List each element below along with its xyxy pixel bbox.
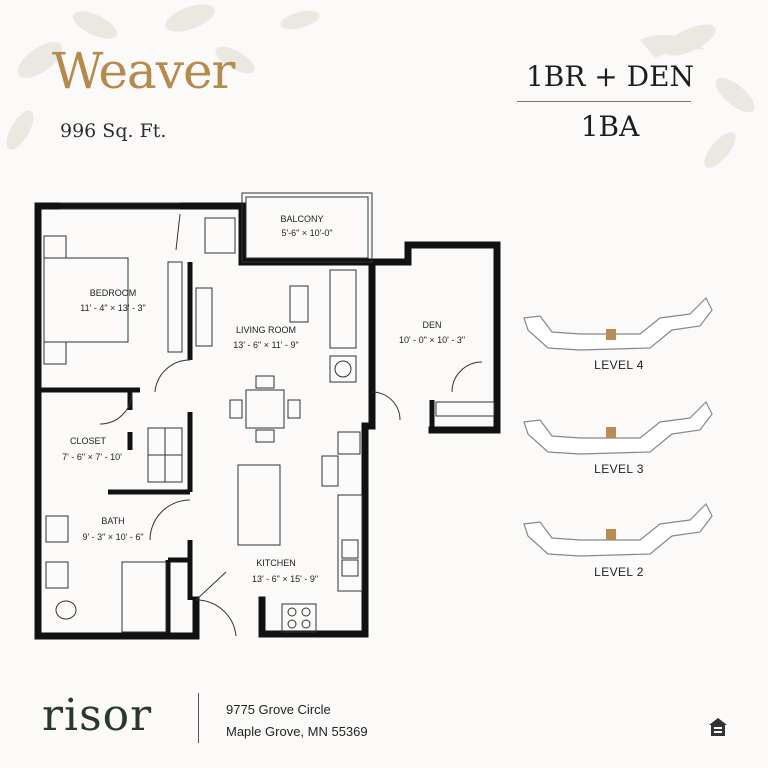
key-plan-level-3 xyxy=(523,400,713,455)
key-plan-level-2 xyxy=(523,502,713,557)
range xyxy=(281,603,317,633)
kitchen-island xyxy=(237,464,281,546)
key-plan-level-4 xyxy=(523,296,713,351)
balcony-label: BALCONY xyxy=(280,214,323,224)
level-2-label: LEVEL 2 xyxy=(594,565,644,579)
plan-name: Weaver xyxy=(52,42,235,100)
unit-type: 1BR + DEN xyxy=(525,60,695,93)
level-3-label: LEVEL 3 xyxy=(594,462,644,476)
kitchen-label: KITCHEN xyxy=(256,558,296,568)
bath-dims: 9' - 3" × 10' - 6" xyxy=(82,532,143,542)
divider xyxy=(517,101,691,102)
unit-highlight-level-3 xyxy=(606,427,616,438)
address-line-2: Maple Grove, MN 55369 xyxy=(226,724,368,739)
closet-label: CLOSET xyxy=(70,436,107,446)
balcony-outline xyxy=(241,192,373,263)
living-room-label: LIVING ROOM xyxy=(236,325,296,335)
sink xyxy=(45,515,69,543)
bed xyxy=(43,257,129,343)
equal-housing-icon xyxy=(709,718,727,736)
leaf-watermark xyxy=(6,4,755,168)
dining-table xyxy=(245,389,285,429)
bedroom-dims: 11' - 4" × 13' - 3" xyxy=(80,303,145,313)
bath-label: BATH xyxy=(101,516,124,526)
den-label: DEN xyxy=(422,320,441,330)
brand-logo: risor xyxy=(42,690,153,741)
balcony-dims: 5'-6" × 10'-0" xyxy=(281,228,332,238)
living-room-dims: 13' - 6" × 11' - 9" xyxy=(233,340,298,350)
bedroom-label: BEDROOM xyxy=(90,288,137,298)
address-line-1: 9775 Grove Circle xyxy=(226,702,331,717)
square-footage: 996 Sq. Ft. xyxy=(60,120,167,142)
kitchen-counter xyxy=(337,494,363,592)
unit-highlight-level-2 xyxy=(606,529,616,540)
sofa xyxy=(329,269,357,349)
bath-count: 1BA xyxy=(580,110,640,143)
kitchen-dims: 13' - 6" × 15' - 9" xyxy=(252,574,318,584)
footer-divider xyxy=(198,693,199,743)
closet-dims: 7' - 6" × 7' - 10' xyxy=(62,452,122,462)
den-dims: 10' - 0" × 10' - 3" xyxy=(399,335,465,345)
toilet xyxy=(55,600,77,620)
shower xyxy=(121,561,167,633)
level-4-label: LEVEL 4 xyxy=(594,358,644,372)
unit-highlight-level-4 xyxy=(606,329,616,340)
exterior-wall-west xyxy=(34,202,246,640)
